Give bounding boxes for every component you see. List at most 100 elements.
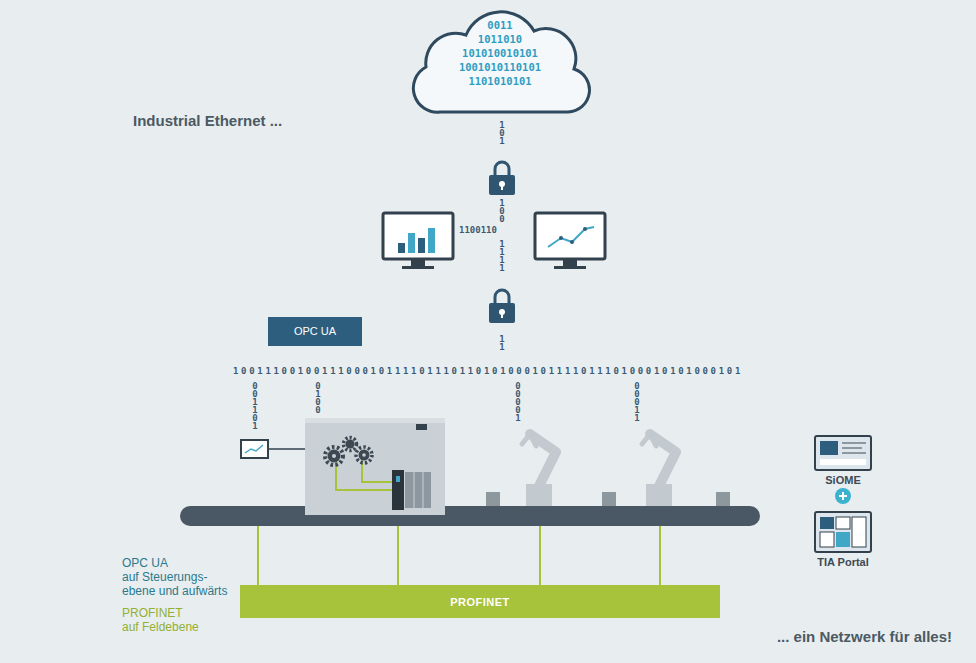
monitor-bar-chart bbox=[418, 238, 425, 253]
binary-column: 0 0 1 1 0 1 bbox=[252, 382, 257, 430]
software-icon bbox=[815, 436, 871, 470]
machine-housing bbox=[362, 453, 366, 457]
binary-column: 1 1 1 1 bbox=[499, 240, 504, 272]
binary-column: 0 1 0 0 bbox=[315, 382, 320, 414]
robot-arm bbox=[642, 434, 676, 506]
lock-symbol bbox=[489, 175, 515, 195]
machine-housing bbox=[305, 418, 445, 515]
binary-stream: 1001110010011100010111101110110101000101… bbox=[233, 366, 743, 376]
machine-housing bbox=[346, 440, 355, 449]
cloud-symbol bbox=[413, 12, 589, 112]
hmi-screen bbox=[245, 445, 263, 453]
monitor-line-chart bbox=[548, 227, 594, 247]
software-icon bbox=[815, 512, 871, 552]
binary-column: 1 0 0 bbox=[499, 199, 504, 223]
lock-symbol bbox=[489, 290, 515, 323]
hmi-screen bbox=[268, 448, 305, 450]
machine-housing bbox=[416, 424, 427, 430]
monitor-line-chart bbox=[570, 240, 574, 244]
software-icon bbox=[836, 517, 850, 529]
robot-arm bbox=[650, 434, 656, 446]
binary-column: 1 1 bbox=[499, 335, 504, 351]
software-icon bbox=[815, 436, 871, 470]
monitor-line-chart bbox=[535, 213, 605, 269]
machine-housing bbox=[336, 458, 392, 490]
monitor-line-chart bbox=[559, 236, 563, 240]
machine-housing bbox=[356, 447, 372, 463]
machine-housing bbox=[359, 450, 370, 461]
monitor-bar-chart bbox=[408, 233, 415, 253]
conveyor-belt bbox=[180, 506, 760, 526]
machine-housing bbox=[405, 472, 431, 508]
machine-housing bbox=[396, 476, 400, 482]
monitor-line-chart bbox=[583, 227, 587, 231]
binary-digits: 1100110 bbox=[459, 225, 497, 235]
node-label: SiOME bbox=[825, 474, 860, 486]
robot-arm bbox=[530, 434, 536, 446]
fieldbus-band: PROFINET bbox=[240, 585, 720, 618]
conveyor-belt bbox=[486, 492, 500, 506]
monitor-line-chart bbox=[563, 260, 577, 267]
conveyor-belt bbox=[180, 492, 760, 526]
node-label: OPC UA bbox=[294, 325, 336, 337]
lock-symbol bbox=[495, 162, 509, 176]
plus-symbol bbox=[835, 488, 851, 504]
heading: Industrial Ethernet ... bbox=[133, 112, 282, 129]
lock-symbol bbox=[501, 313, 503, 318]
binary-column: 1 0 1 bbox=[499, 121, 504, 145]
legend-note: auf Feldebene bbox=[122, 620, 199, 634]
binary-digits: 1001010110101 bbox=[459, 61, 541, 73]
machine-housing bbox=[325, 447, 343, 465]
software-icon bbox=[815, 512, 871, 552]
protocol-box: OPC UA bbox=[268, 317, 362, 346]
binary-digits: 101010010101 bbox=[462, 47, 538, 59]
monitor-bar-chart bbox=[411, 260, 425, 267]
legend-note: PROFINET bbox=[122, 606, 183, 620]
binary-digits: 1011010 bbox=[478, 33, 522, 45]
lock-symbol bbox=[501, 185, 503, 190]
software-icon bbox=[820, 532, 834, 547]
hmi-screen bbox=[241, 440, 305, 458]
profinet-wire bbox=[539, 526, 541, 586]
software-tool: SiOME bbox=[815, 436, 871, 470]
monitor-line-chart bbox=[554, 266, 586, 269]
caption: ... ein Netzwerk für alles! bbox=[777, 628, 952, 645]
binary-digits: 0011 bbox=[487, 19, 512, 31]
software-icon bbox=[842, 447, 862, 449]
software-icon bbox=[836, 532, 850, 547]
robot-arm bbox=[650, 434, 676, 486]
monitor-bar-chart bbox=[383, 213, 453, 259]
node-label: TIA Portal bbox=[817, 556, 869, 568]
hmi-screen bbox=[241, 440, 268, 458]
software-icon bbox=[820, 441, 838, 455]
monitor-bar-chart bbox=[402, 266, 434, 269]
software-icon bbox=[820, 517, 834, 529]
software-tool: TIA Portal bbox=[815, 512, 871, 552]
software-icon bbox=[820, 459, 866, 465]
legend-note: OPC UA bbox=[122, 556, 168, 570]
software-icon bbox=[852, 517, 866, 547]
machine-housing bbox=[328, 450, 341, 463]
monitor-bar-chart bbox=[383, 213, 453, 269]
machine-housing bbox=[414, 472, 415, 508]
machine-housing bbox=[305, 418, 445, 423]
node-label: PROFINET bbox=[450, 596, 510, 608]
machine-housing bbox=[305, 418, 445, 515]
monitor-bar-chart bbox=[398, 243, 405, 253]
robot-arm bbox=[530, 434, 556, 486]
software-icon bbox=[842, 452, 866, 454]
binary-column: 0 0 0 1 1 bbox=[634, 382, 639, 422]
lock-symbol bbox=[495, 290, 509, 304]
machine-housing bbox=[392, 470, 404, 510]
cloud-symbol bbox=[413, 12, 589, 112]
machine-housing bbox=[344, 438, 357, 451]
plus-symbol bbox=[835, 488, 851, 504]
monitor-line-chart bbox=[535, 213, 605, 259]
lock-symbol bbox=[489, 162, 515, 195]
machine-housing bbox=[332, 454, 336, 458]
machine-housing bbox=[423, 472, 424, 508]
robot-arm bbox=[522, 434, 556, 506]
lock-symbol bbox=[489, 303, 515, 323]
conveyor-belt bbox=[602, 492, 616, 506]
